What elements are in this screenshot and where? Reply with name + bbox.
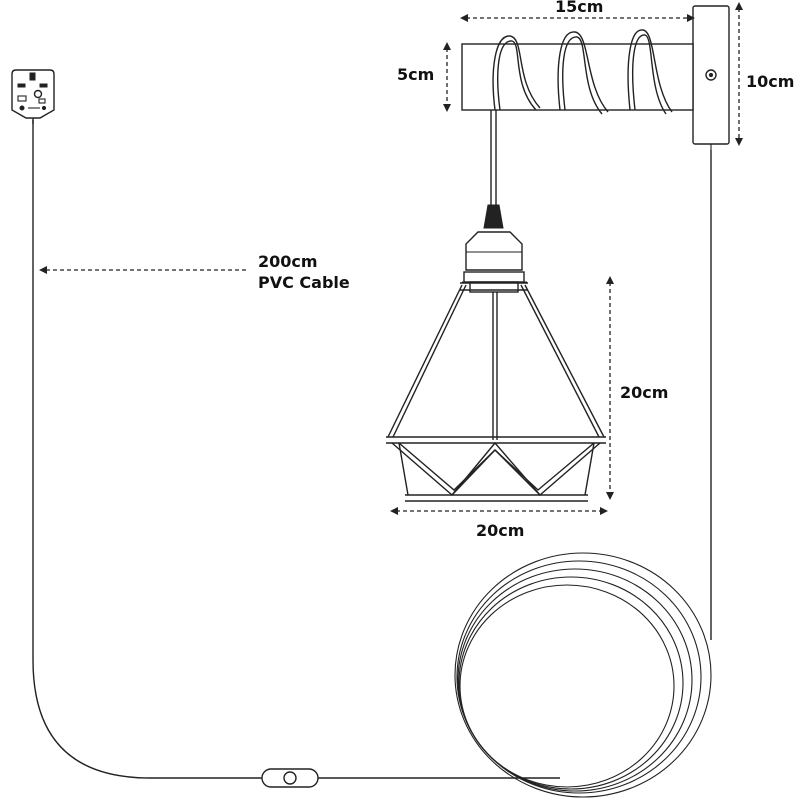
dimension-shade-height [606, 276, 614, 500]
shade-width-label: 20cm [476, 521, 525, 540]
drop-cable [490, 110, 497, 205]
bracket-height-label: 10cm [746, 72, 795, 91]
wall-plate-icon [692, 5, 730, 150]
cage-shade [386, 282, 606, 502]
dimension-shade-width [390, 507, 608, 515]
mains-cable [32, 120, 560, 779]
coiled-cable [454, 552, 712, 798]
bulb-holder-icon [462, 204, 527, 293]
bar-height-label: 5cm [397, 65, 435, 84]
cable-type-label: PVC Cable [258, 273, 350, 292]
inline-dimmer-switch-icon [261, 768, 319, 788]
dimension-10cm [735, 2, 743, 146]
uk-plug-icon [11, 69, 55, 124]
cable-length-label: 200cm [258, 252, 318, 271]
dimension-5cm [443, 42, 451, 112]
dimension-cable-length [39, 266, 246, 274]
bracket-width-label: 15cm [555, 0, 604, 16]
shade-height-label: 20cm [620, 383, 669, 402]
dimension-15cm [460, 14, 695, 22]
wooden-bar [461, 29, 694, 115]
